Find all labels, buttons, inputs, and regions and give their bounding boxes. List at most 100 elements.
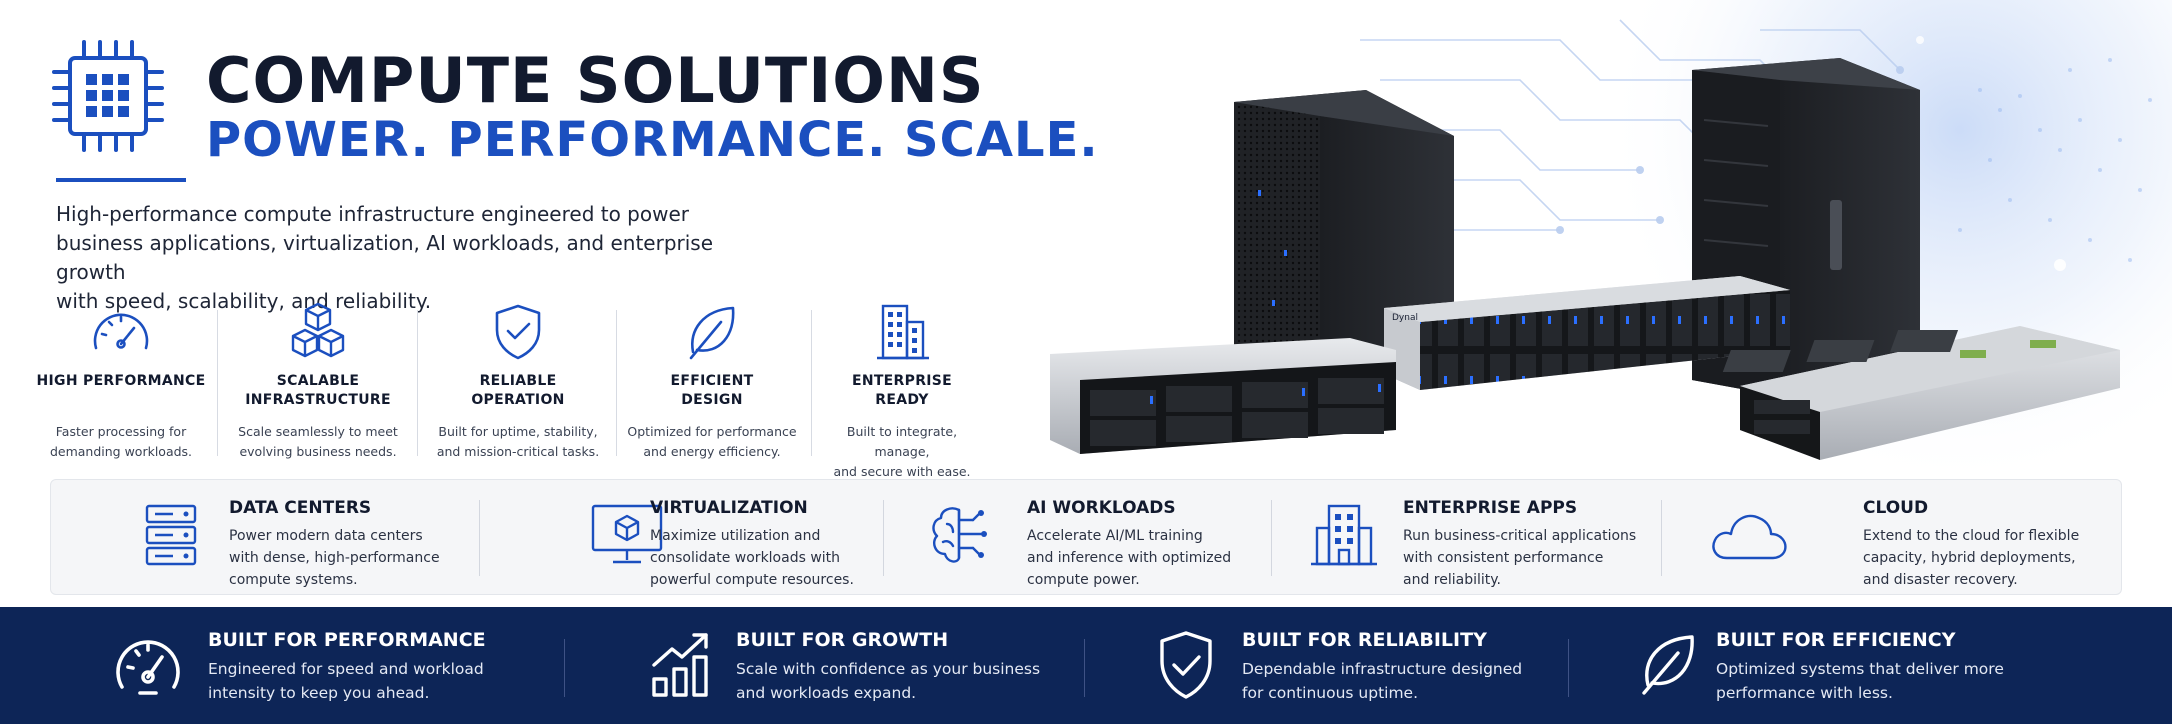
use-case-desc-line: and reliability. [1403, 572, 1501, 588]
feature-desc-line: evolving business needs. [239, 444, 397, 459]
feature-high-performance: HIGH PERFORMANCE Faster processing for d… [36, 300, 206, 460]
use-case-divider [1271, 500, 1272, 576]
intro-line: with speed, scalability, and reliability… [56, 289, 432, 313]
feature-title: HIGH PERFORMANCE [36, 373, 206, 389]
title-underline [56, 178, 186, 182]
feature-reliable-operation: RELIABLE OPERATION Built for uptime, sta… [430, 300, 606, 460]
benefit-divider [564, 639, 565, 697]
use-case-desc-line: capacity, hybrid deployments, [1863, 550, 2076, 566]
benefits-band: BUILT FOR PERFORMANCE Engineered for spe… [0, 607, 2172, 724]
feature-enterprise-ready: ENTERPRISE READY Built to integrate, man… [818, 300, 986, 479]
monitor-cube-icon [591, 504, 663, 564]
benefit-desc-line: intensity to keep you ahead. [208, 684, 430, 702]
benefit-desc-line: performance with less. [1716, 684, 1893, 702]
use-case-desc-line: with consistent performance [1403, 550, 1604, 566]
benefit-title: BUILT FOR PERFORMANCE [208, 629, 486, 651]
leaf-icon [1642, 635, 1694, 695]
cloud-icon [1712, 514, 1787, 560]
benefit-title: BUILT FOR RELIABILITY [1242, 629, 1487, 651]
shield-check-icon [495, 304, 541, 360]
intro-line: High-performance compute infrastructure … [56, 202, 689, 226]
feature-desc-line: demanding workloads. [49, 444, 193, 459]
use-case-desc-line: compute power. [1027, 572, 1140, 588]
shield-check-icon [1160, 631, 1212, 699]
feature-desc-line: and energy efficiency. [643, 444, 781, 459]
feature-title: INFRASTRUCTURE [245, 392, 391, 408]
gauge-icon [116, 640, 180, 695]
feature-title: READY [875, 392, 929, 408]
speedometer-icon [93, 313, 149, 350]
leaf-icon [689, 306, 735, 360]
stacked-cubes-icon [291, 302, 345, 358]
benefit-divider [1568, 639, 1569, 697]
feature-divider [417, 310, 418, 456]
use-case-desc-line: consolidate workloads with [650, 550, 841, 566]
benefit-desc-line: Dependable infrastructure designed [1242, 660, 1523, 678]
server-rack-icon [145, 504, 197, 566]
benefit-desc-line: Engineered for speed and workload [208, 660, 484, 678]
benefit-title: BUILT FOR EFFICIENCY [1716, 629, 1956, 651]
use-case-enterprise-apps: ENTERPRISE APPS Run business-critical ap… [1273, 480, 1659, 596]
feature-title: EFFICIENT [670, 373, 754, 389]
server-hardware-image: Dynal [1050, 58, 2120, 460]
use-case-cloud: CLOUD Extend to the cloud for flexible c… [1663, 480, 2121, 596]
feature-scalable-infrastructure: SCALABLE INFRASTRUCTURE Scale seamlessly… [230, 300, 406, 460]
use-case-divider [883, 500, 884, 576]
use-case-desc-line: with dense, high-performance [229, 550, 440, 566]
feature-title: DESIGN [681, 392, 743, 408]
benefit-divider [1084, 639, 1085, 697]
use-case-title: DATA CENTERS [229, 498, 372, 518]
use-case-desc-line: compute systems. [229, 572, 358, 588]
use-case-divider [479, 500, 480, 576]
use-cases-panel: DATA CENTERS Power modern data centers w… [50, 479, 2122, 595]
use-case-desc-line: Maximize utilization and [650, 528, 821, 544]
feature-title: OPERATION [471, 392, 565, 408]
feature-title: ENTERPRISE [851, 373, 953, 389]
feature-efficient-design: EFFICIENT DESIGN Optimized for performan… [626, 300, 798, 460]
use-case-title: AI WORKLOADS [1027, 498, 1176, 518]
intro-line: business applications, virtualization, A… [56, 231, 714, 284]
use-case-title: ENTERPRISE APPS [1403, 498, 1578, 518]
feature-desc-line: and secure with ease. [833, 464, 971, 479]
feature-desc-line: Faster processing for [55, 424, 187, 439]
use-case-desc-line: and disaster recovery. [1863, 572, 2018, 588]
page-title: COMPUTE SOLUTIONS [206, 44, 985, 117]
growth-chart-icon [652, 633, 708, 697]
ai-brain-icon [932, 507, 987, 563]
benefit-growth: BUILT FOR GROWTH Scale with confidence a… [566, 607, 1084, 724]
use-case-desc-line: Extend to the cloud for flexible [1863, 528, 2080, 544]
use-case-desc-line: and inference with optimized [1027, 550, 1232, 566]
benefit-desc-line: Optimized systems that deliver more [1716, 660, 2004, 678]
use-case-title: VIRTUALIZATION [650, 498, 808, 518]
benefit-title: BUILT FOR GROWTH [736, 629, 949, 651]
feature-desc-line: Built to integrate, manage, [846, 424, 958, 459]
page-subtitle: POWER. PERFORMANCE. SCALE. [206, 112, 1099, 168]
intro-paragraph: High-performance compute infrastructure … [56, 200, 776, 316]
use-case-title: CLOUD [1863, 498, 1929, 518]
benefit-desc-line: Scale with confidence as your business [736, 660, 1041, 678]
server-badge: Dynal [1392, 313, 1418, 323]
use-case-ai-workloads: AI WORKLOADS Accelerate AI/ML training a… [885, 480, 1269, 596]
feature-divider [217, 310, 218, 456]
office-building-icon [877, 304, 929, 360]
benefit-desc-line: and workloads expand. [736, 684, 917, 702]
feature-desc-line: Scale seamlessly to meet [238, 424, 398, 439]
feature-desc-line: Built for uptime, stability, [438, 424, 598, 439]
use-case-divider [1661, 500, 1662, 576]
use-case-desc-line: powerful compute resources. [650, 572, 854, 588]
benefit-efficiency: BUILT FOR EFFICIENCY Optimized systems t… [1570, 607, 2170, 724]
feature-title: RELIABLE [479, 373, 557, 389]
use-case-virtualization: VIRTUALIZATION Maximize utilization and … [481, 480, 881, 596]
use-case-desc-line: Accelerate AI/ML training [1027, 528, 1203, 544]
feature-desc-line: Optimized for performance [627, 424, 797, 439]
use-case-data-centers: DATA CENTERS Power modern data centers w… [51, 480, 475, 596]
feature-divider [811, 310, 812, 456]
processor-chip-icon [52, 40, 164, 152]
feature-desc-line: and mission-critical tasks. [436, 444, 600, 459]
benefit-performance: BUILT FOR PERFORMANCE Engineered for spe… [0, 607, 564, 724]
office-building-icon [1311, 504, 1377, 566]
feature-title: SCALABLE [276, 373, 360, 389]
use-case-desc-line: Power modern data centers [229, 528, 423, 544]
benefit-reliability: BUILT FOR RELIABILITY Dependable infrast… [1086, 607, 1568, 724]
use-case-desc-line: Run business-critical applications [1403, 528, 1637, 544]
